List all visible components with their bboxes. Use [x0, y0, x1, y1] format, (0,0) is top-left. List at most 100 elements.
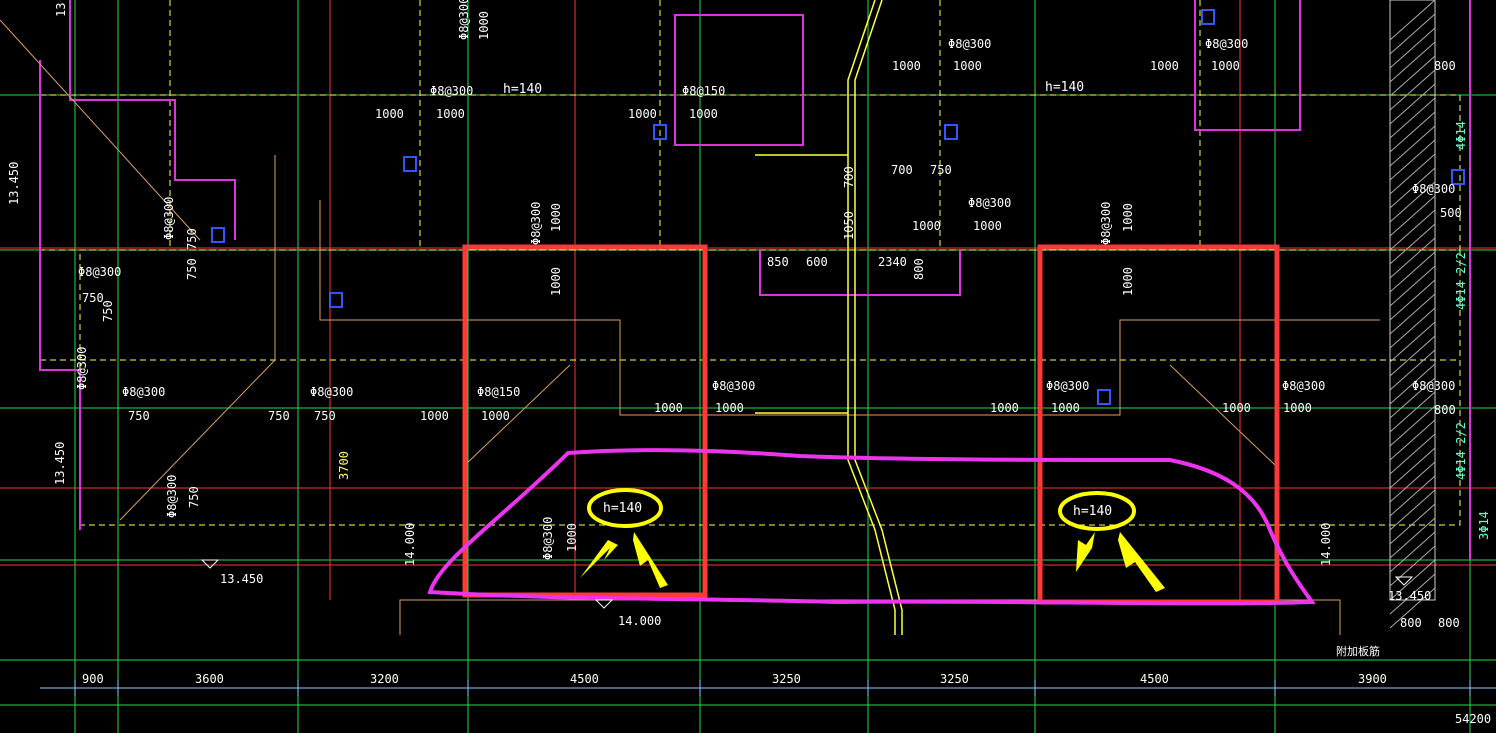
side-rebar-label: 4Φ14 2/2 — [1454, 422, 1468, 480]
hatch-line — [1389, 0, 1436, 41]
length-label-vertical: 750 — [185, 258, 199, 280]
length-label-vertical: 750 — [101, 300, 115, 322]
length-label-vertical: 1000 — [549, 267, 563, 296]
axis-dimension: 3600 — [195, 672, 224, 686]
hatch-line — [1389, 181, 1436, 223]
length-label: 1000 — [375, 107, 404, 121]
hatch-line — [1389, 517, 1436, 559]
side-rebar-label: 4Φ14 2/2 — [1454, 252, 1468, 310]
elevation-markers — [200, 559, 1414, 609]
length-label: 750 — [314, 409, 336, 423]
hatch-line — [1389, 475, 1436, 517]
length-label: 1000 — [973, 219, 1002, 233]
hatch-line — [1389, 391, 1436, 433]
column-markers — [211, 9, 1465, 405]
slab-thickness-label: h=140 — [1045, 80, 1085, 95]
hatch-line — [1389, 405, 1436, 447]
axis-dimension: 900 — [82, 672, 104, 686]
length-label: 1000 — [689, 107, 718, 121]
hatch-line — [1389, 489, 1436, 531]
hatch-line — [1389, 335, 1436, 377]
hatch-line — [1389, 41, 1436, 83]
hatch-line — [1389, 279, 1436, 321]
hatched-wall — [1389, 0, 1436, 629]
hatch-line — [1389, 167, 1436, 209]
hatch-line — [1389, 573, 1436, 615]
hatch-line — [1389, 433, 1436, 475]
length-label: 1000 — [1283, 401, 1312, 415]
length-label: 1000 — [953, 59, 982, 73]
length-label: 1000 — [654, 401, 683, 415]
hatch-line — [1389, 69, 1436, 111]
hatch-line — [1389, 363, 1436, 405]
axis-dimension: 3250 — [940, 672, 969, 686]
shaft-line — [755, 0, 903, 635]
length-label: 800 — [1434, 59, 1456, 73]
rebar-label: Φ8@300 — [1282, 379, 1326, 393]
length-label-vertical: 1000 — [1121, 203, 1135, 232]
hatch-line — [1389, 13, 1436, 55]
side-rebar-label: 3Φ14 — [1477, 511, 1491, 540]
rebar-label-vertical: Φ8@300 — [165, 474, 179, 518]
length-label: 750 — [82, 291, 104, 305]
length-label-vertical: 800 — [912, 258, 926, 280]
rebar-label: Φ8@300 — [712, 379, 756, 393]
length-label: 1000 — [1211, 59, 1240, 73]
axis-lines — [0, 0, 1496, 600]
length-label: 1000 — [715, 401, 744, 415]
length-label-vertical: 1000 — [1121, 267, 1135, 296]
length-label: 1000 — [420, 409, 449, 423]
length-label: 1000 — [990, 401, 1019, 415]
hatch-line — [1389, 293, 1436, 335]
axis-dimension: 3900 — [1358, 672, 1387, 686]
length-label-vertical: 750 — [187, 486, 201, 508]
length-label-vertical: 1000 — [565, 523, 579, 552]
rebar-label: Φ8@300 — [122, 385, 166, 399]
length-label-vertical: 700 — [842, 166, 856, 188]
length-label: 500 — [1440, 206, 1462, 220]
length-label: 850 — [767, 255, 789, 269]
rebar-label: Φ8@300 — [1046, 379, 1090, 393]
length-label: 750 — [128, 409, 150, 423]
hatch-line — [1389, 419, 1436, 461]
length-label: 750 — [268, 409, 290, 423]
rebar-label: Φ8@150 — [682, 84, 726, 98]
length-label: 1000 — [436, 107, 465, 121]
elevation-label: 13.450 — [54, 0, 68, 17]
rebar-label: Φ8@300 — [430, 84, 474, 98]
rebar-label: Φ8@300 — [1205, 37, 1249, 51]
length-label-vertical: 1050 — [842, 211, 856, 240]
hatch-line — [1389, 111, 1436, 153]
hatch-line — [1389, 251, 1436, 293]
rebar-label-vertical: Φ8@300 — [457, 0, 471, 40]
axis-dimension: 4500 — [570, 672, 599, 686]
hatch-line — [1389, 377, 1436, 419]
hatch-line — [1389, 139, 1436, 181]
rebar-label: Φ8@300 — [310, 385, 354, 399]
elevation-label: 14.000 — [618, 614, 662, 628]
hatch-line — [1389, 125, 1436, 167]
slab-thickness-label: h=140 — [603, 501, 643, 516]
length-label: 1000 — [628, 107, 657, 121]
length-label-vertical: 1000 — [477, 11, 491, 40]
note-label: 附加板筋 — [1336, 645, 1380, 658]
hatch-line — [1389, 587, 1436, 629]
axis-dimension: 3250 — [772, 672, 801, 686]
length-label: 1000 — [1150, 59, 1179, 73]
axis-dimension: 4500 — [1140, 672, 1169, 686]
hatch-line — [1389, 559, 1436, 601]
hatch-line — [1389, 55, 1436, 97]
rebar-label-vertical: Φ8@300 — [529, 201, 543, 245]
hatch-line — [1389, 27, 1436, 69]
length-label: 800 — [1438, 616, 1460, 630]
slab-thickness-label: h=140 — [1073, 504, 1113, 519]
magenta-outline — [427, 448, 1316, 606]
length-label: 1000 — [1222, 401, 1251, 415]
length-label: 700 — [891, 163, 913, 177]
hatch-line — [1389, 209, 1436, 251]
hatch-line — [1389, 237, 1436, 279]
length-label: 1000 — [892, 59, 921, 73]
